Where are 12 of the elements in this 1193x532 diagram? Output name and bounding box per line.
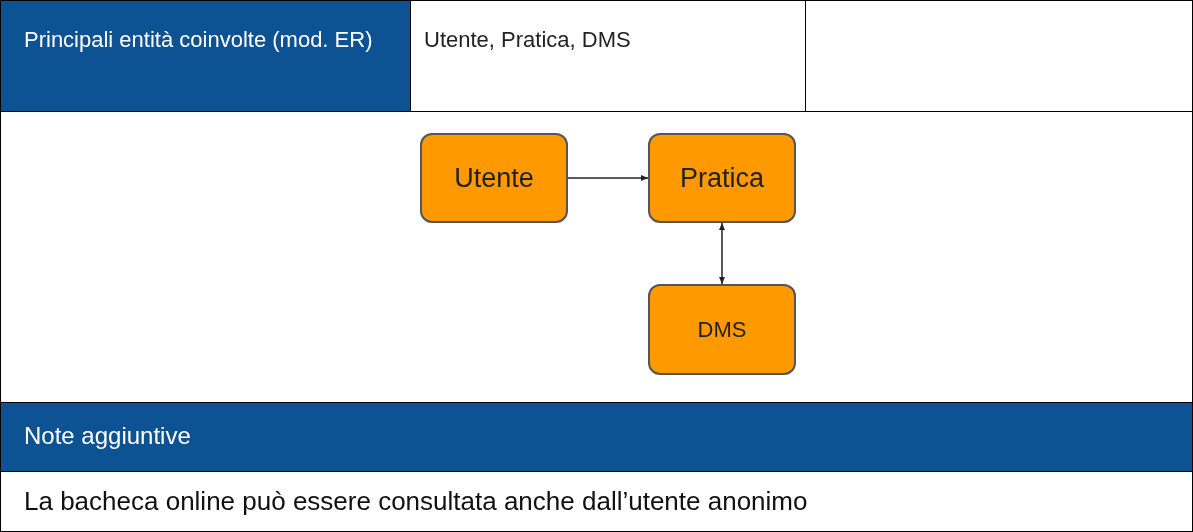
entity-name: DMS bbox=[697, 316, 747, 343]
cell-text: Utente, Pratica, DMS bbox=[424, 26, 631, 54]
arrow bbox=[567, 175, 649, 181]
entity-name: Pratica bbox=[679, 162, 764, 194]
header-text: Principali entità coinvolte (mod. ER) bbox=[24, 26, 373, 54]
note-text: La bacheca online può essere consultata anche dall’utente anonimo bbox=[24, 485, 808, 517]
entity-box bbox=[420, 133, 568, 223]
entity-box bbox=[648, 133, 796, 223]
arrow bbox=[719, 222, 725, 285]
entity-name: Utente bbox=[454, 162, 534, 194]
entity-box bbox=[648, 284, 796, 375]
header-text: Note aggiuntive bbox=[24, 421, 191, 451]
